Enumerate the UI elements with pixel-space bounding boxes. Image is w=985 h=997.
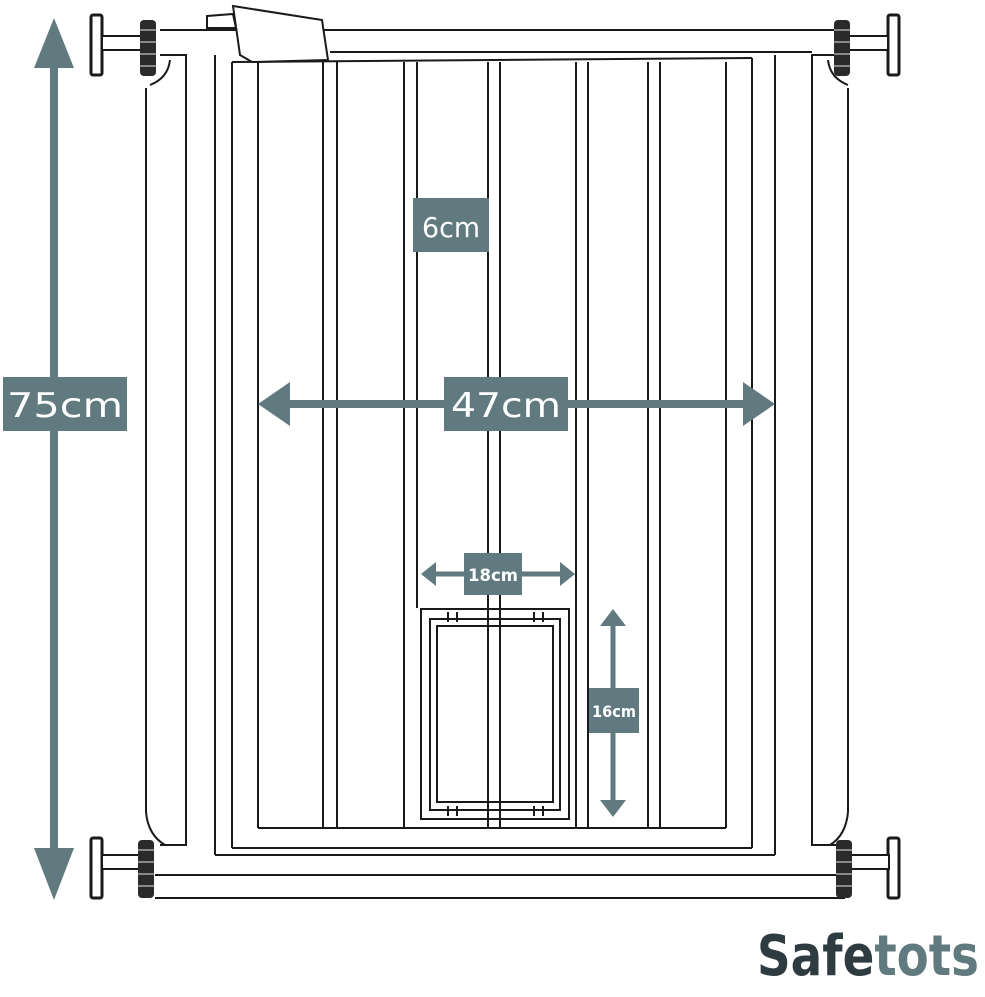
brand-logo: Safetots (757, 924, 979, 989)
brand-logo-text: Safetots (757, 924, 979, 989)
door-width-label: 18cm (468, 566, 518, 586)
gate-latch-handle (206, 4, 330, 64)
arrow-right-icon (743, 382, 775, 426)
height-dimension: 75cm (3, 18, 127, 900)
gate-door-frame (214, 55, 776, 856)
gate-outer-frame (145, 29, 849, 899)
width-label-box (444, 377, 568, 431)
width-label: 47cm (451, 386, 561, 426)
arrow-down-icon (34, 848, 74, 900)
arrow-left-icon (421, 562, 436, 586)
door-width-dimension: 18cm (421, 553, 575, 595)
door-height-dimension: 16cm (589, 609, 639, 817)
door-width-label-box (464, 553, 522, 595)
bar-gap-label: 6cm (422, 211, 480, 244)
width-dimension: 47cm (258, 377, 775, 431)
gate-vertical-bars (257, 62, 727, 829)
bar-gap-dimension: 6cm (413, 198, 489, 252)
arrow-left-icon (258, 382, 290, 426)
pressure-mount-icon (89, 13, 901, 900)
arrow-up-icon (34, 18, 74, 68)
arrow-down-icon (600, 800, 626, 817)
height-label: 75cm (7, 386, 123, 426)
door-height-label-box (589, 688, 639, 733)
bar-gap-label-box (413, 198, 489, 252)
height-label-box (3, 377, 127, 431)
door-height-label: 16cm (592, 702, 636, 721)
arrow-right-icon (560, 562, 575, 586)
logo-part-safe: Safe (757, 924, 874, 989)
logo-part-tots: tots (874, 924, 979, 989)
pet-door (420, 608, 570, 820)
arrow-up-icon (600, 609, 626, 626)
